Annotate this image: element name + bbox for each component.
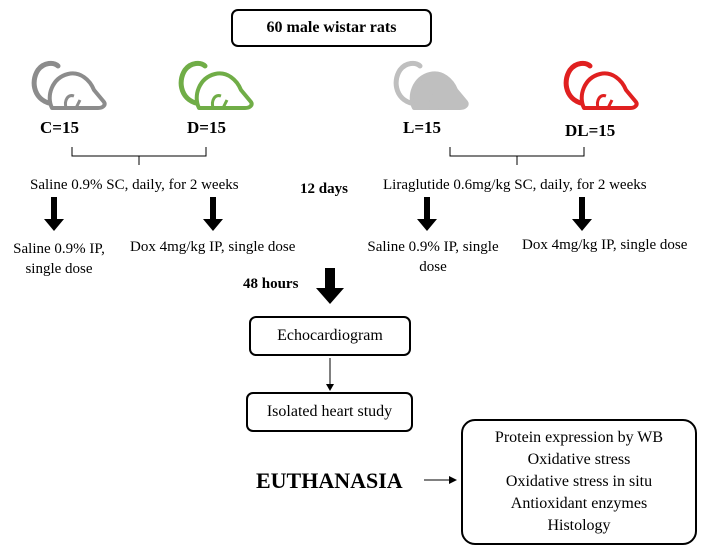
rat-body <box>47 71 107 110</box>
treatment-l-line2: dose <box>419 259 447 275</box>
title-text: 60 male wistar rats <box>266 19 397 36</box>
arrow-l-icon <box>417 197 437 231</box>
group-l-label: L=15 <box>403 118 442 137</box>
duration-label: 12 days <box>300 181 348 197</box>
isolated-heart-box: Isolated heart study <box>246 392 413 432</box>
pretreatment-right: Liraglutide 0.6mg/kg SC, daily, for 2 we… <box>383 177 647 193</box>
rat-leg <box>596 94 614 109</box>
arrow-d-icon <box>203 197 223 231</box>
euthanasia-arrowhead <box>449 476 457 484</box>
outcome-item: Oxidative stress in situ <box>505 473 653 490</box>
arrow-c-icon <box>44 197 64 231</box>
arrow-48h-icon <box>316 268 344 304</box>
rat-dl-icon <box>563 60 639 110</box>
echocardiogram-box: Echocardiogram <box>249 316 411 356</box>
treatment-l-line1: Saline 0.9% IP, single <box>367 239 499 255</box>
thick-arrows <box>44 197 592 304</box>
outcome-item: Histology <box>547 517 611 534</box>
title-box: 60 male wistar rats <box>231 9 432 47</box>
treatment-dl: Dox 4mg/kg IP, single dose <box>522 237 688 253</box>
group-d-label: D=15 <box>187 118 226 137</box>
treatment-c: Saline 0.9% IP, single dose <box>5 239 113 279</box>
group-dl-label: DL=15 <box>565 121 616 140</box>
rat-l-icon <box>393 60 469 110</box>
treatment-c-line2: single dose <box>25 261 93 277</box>
arrow-dl-icon <box>572 197 592 231</box>
echo-to-isolated-arrowhead <box>326 384 334 391</box>
rat-d-icon <box>178 60 254 110</box>
outcomes-box: Protein expression by WB Oxidative stres… <box>461 419 697 545</box>
euthanasia-label: EUTHANASIA <box>256 468 403 493</box>
outcome-item: Oxidative stress <box>527 451 631 468</box>
rat-tail <box>31 60 61 107</box>
right-group-bracket <box>449 147 585 165</box>
rat-c-icon <box>31 60 107 110</box>
outcome-item: Antioxidant enzymes <box>510 495 648 512</box>
rat-body <box>194 71 254 110</box>
pretreatment-left: Saline 0.9% SC, daily, for 2 weeks <box>30 177 239 193</box>
treatment-c-line1: Saline 0.9% IP, <box>13 241 105 257</box>
rat-tail <box>393 60 423 107</box>
rat-body <box>409 71 469 110</box>
treatment-l: Saline 0.9% IP, single dose <box>362 237 504 277</box>
treatment-d: Dox 4mg/kg IP, single dose <box>130 239 296 255</box>
rat-leg <box>64 94 82 109</box>
delay-label: 48 hours <box>243 276 299 292</box>
isolated-heart-text: Isolated heart study <box>266 403 393 420</box>
rat-tail <box>178 60 208 107</box>
outcome-item: Protein expression by WB <box>494 429 664 446</box>
rat-tail <box>563 60 593 107</box>
group-c-label: C=15 <box>40 118 79 137</box>
left-group-bracket <box>71 147 207 165</box>
echocardiogram-text: Echocardiogram <box>277 327 383 344</box>
rat-leg <box>426 94 444 109</box>
rat-leg <box>211 94 229 109</box>
rat-body <box>579 71 639 110</box>
